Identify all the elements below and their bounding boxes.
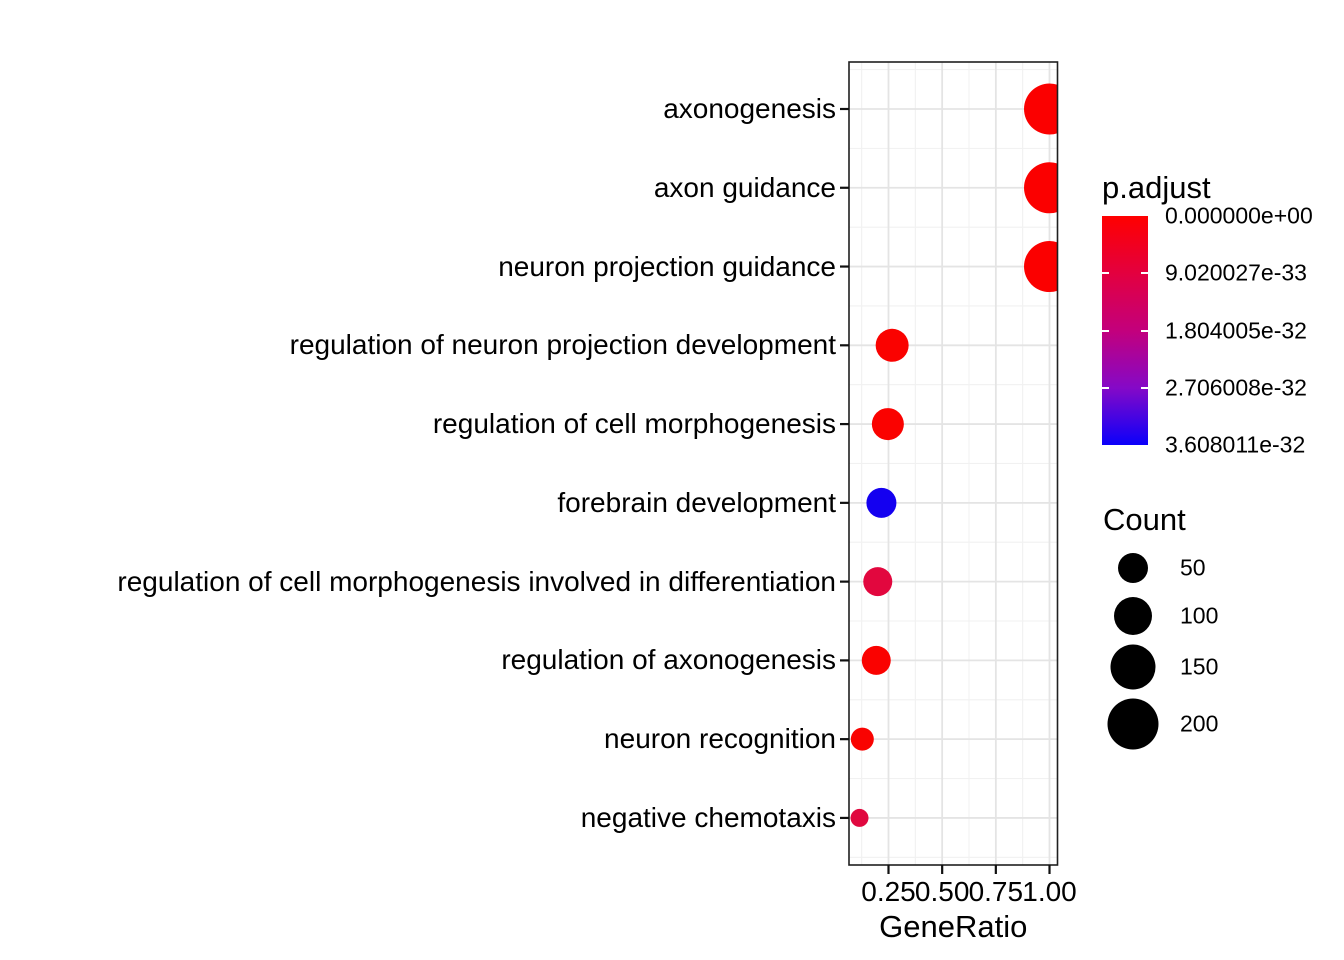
panel-border <box>848 61 1059 866</box>
data-point <box>866 487 897 518</box>
x-axis-tick-label: 0.50 <box>914 876 970 907</box>
colorbar-tick <box>1141 386 1148 389</box>
y-axis-label: neuron projection guidance <box>498 250 836 282</box>
y-axis-label: regulation of cell morphogenesis <box>432 408 836 440</box>
count-legend-label: 200 <box>1180 710 1219 737</box>
data-point <box>863 567 893 597</box>
padjust-tick-label: 0.000000e+00 <box>1165 202 1313 229</box>
y-axis-label: forebrain development <box>557 486 836 518</box>
colorbar-tick <box>1102 329 1109 332</box>
count-legend-label: 100 <box>1180 602 1219 629</box>
y-axis-label: regulation of neuron projection developm… <box>289 329 836 361</box>
x-axis-tick-label: 0.75 <box>968 876 1024 907</box>
data-point <box>861 645 891 675</box>
data-point <box>850 727 874 751</box>
count-legend-label: 50 <box>1180 554 1206 581</box>
padjust-tick-label: 9.020027e-33 <box>1165 259 1307 286</box>
colorbar-tick <box>1141 329 1148 332</box>
count-legend-circle <box>1118 553 1148 583</box>
data-points <box>850 83 1058 827</box>
colorbar-tick <box>1141 272 1148 275</box>
y-axis-label: neuron recognition <box>604 723 836 755</box>
y-axis-label: axon guidance <box>653 171 836 203</box>
y-axis-label: regulation of axonogenesis <box>501 644 836 676</box>
count-legend-circle <box>1107 698 1159 750</box>
data-point <box>1024 241 1058 293</box>
x-axis-title: GeneRatio <box>879 909 1028 944</box>
data-point <box>1024 162 1058 214</box>
count-legend-title: Count <box>1103 502 1186 537</box>
data-point <box>850 808 869 827</box>
padjust-colorbar <box>1102 216 1148 445</box>
y-axis-label: axonogenesis <box>663 93 836 124</box>
colorbar-tick <box>1102 386 1109 389</box>
data-point <box>1024 83 1058 135</box>
data-point <box>871 408 904 441</box>
count-legend-label: 150 <box>1180 653 1219 680</box>
padjust-tick-label: 1.804005e-32 <box>1165 317 1307 343</box>
x-axis-tick-label: 1.00 <box>1022 876 1077 907</box>
x-axis-tick-label: 0.25 <box>861 876 916 907</box>
padjust-tick-label: 3.608011e-32 <box>1165 431 1306 458</box>
data-point <box>875 328 909 362</box>
count-legend-circle <box>1110 644 1156 690</box>
colorbar-tick <box>1102 272 1109 275</box>
padjust-tick-label: 2.706008e-32 <box>1165 374 1307 401</box>
y-axis-label: regulation of cell morphogenesis involve… <box>117 565 836 597</box>
y-axis-label: negative chemotaxis <box>580 801 836 833</box>
count-legend-circle <box>1114 597 1152 635</box>
padjust-legend-title: p.adjust <box>1102 170 1211 205</box>
